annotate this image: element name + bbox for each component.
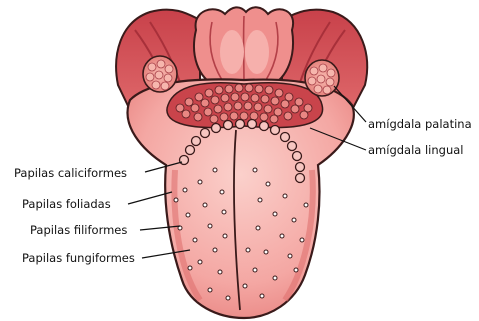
palatine-tonsil-left bbox=[143, 56, 177, 92]
label-papilas-fungiformes: Papilas fungiformes bbox=[22, 251, 135, 265]
label-amigdala-lingual: amígdala lingual bbox=[368, 143, 464, 157]
label-papilas-foliadas: Papilas foliadas bbox=[22, 197, 111, 211]
label-amigdala-palatina: amígdala palatina bbox=[368, 117, 472, 131]
lingual-tonsil bbox=[167, 83, 323, 128]
palatine-tonsil-right bbox=[305, 60, 339, 96]
label-papilas-filiformes: Papilas filiformes bbox=[30, 223, 127, 237]
epiglottis bbox=[194, 7, 293, 86]
label-papilas-caliciformes: Papilas caliciformes bbox=[14, 166, 127, 180]
